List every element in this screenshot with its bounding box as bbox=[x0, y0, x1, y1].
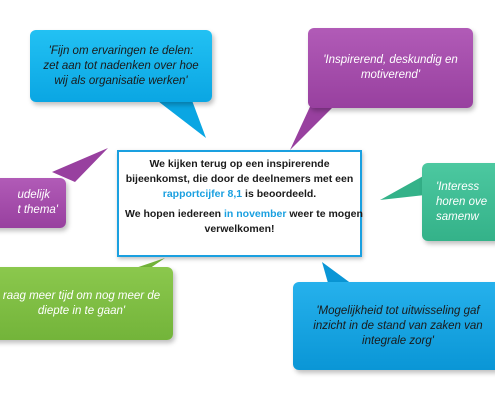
center-line: rapportcijfer 8,1 is beoordeeld. bbox=[125, 187, 354, 202]
rating-highlight: rapportcijfer 8,1 bbox=[162, 188, 243, 200]
quote-line: udelijk bbox=[17, 189, 51, 201]
center-message-box: We kijken terug op een inspirerende bije… bbox=[117, 150, 363, 257]
center-line: bijeenkomst, die door de deelnemers met … bbox=[125, 173, 354, 185]
quote-line: raag meer tijd om nog meer de bbox=[2, 289, 161, 302]
quote-bubble-bottom-right: 'Mogelijkheid tot uitwisseling gaf inzic… bbox=[293, 282, 495, 370]
quote-line: t thema' bbox=[17, 204, 58, 216]
quote-line: integrale zorg' bbox=[362, 334, 434, 347]
tail-mid-left bbox=[52, 148, 108, 182]
quote-line: 'Mogelijkheid tot uitwisseling gaf bbox=[316, 304, 480, 317]
center-line: verwelkomen! bbox=[204, 223, 275, 235]
quote-bubble-bottom-left: raag meer tijd om nog meer de diepte in … bbox=[0, 267, 173, 340]
quote-line: wij als organisatie werken' bbox=[54, 74, 188, 87]
quote-line: 'Inspirerend, deskundig en bbox=[323, 54, 458, 66]
quote-line: zet aan tot nadenken over hoe bbox=[43, 59, 199, 72]
tail-top-left bbox=[150, 95, 206, 138]
quote-line: 'Fijn om ervaringen te delen: bbox=[48, 44, 194, 57]
quote-line: samenw bbox=[436, 210, 479, 223]
quote-line: 'Interess bbox=[436, 180, 480, 193]
center-line: We kijken terug op een inspirerende bbox=[149, 158, 330, 170]
quote-line: horen ove bbox=[436, 195, 488, 208]
quote-bubble-mid-left: udelijk t thema' bbox=[0, 178, 66, 228]
center-paragraph-1: We kijken terug op een inspirerende bije… bbox=[125, 157, 354, 202]
center-text: weer te mogen bbox=[286, 208, 363, 220]
quote-line: motiverend' bbox=[360, 69, 421, 81]
quote-bubble-mid-right: 'Interess horen ove samenw bbox=[422, 163, 495, 241]
center-line: We hopen iedereen in november weer te mo… bbox=[125, 207, 363, 222]
quote-line: inzicht in de stand van zaken van bbox=[313, 319, 483, 332]
center-text: We hopen iedereen bbox=[125, 208, 224, 220]
quote-bubble-top-left: 'Fijn om ervaringen te delen: zet aan to… bbox=[30, 30, 212, 102]
date-highlight: in november bbox=[224, 208, 287, 220]
quote-bubble-top-right: 'Inspirerend, deskundig en motiverend' bbox=[308, 28, 473, 108]
quote-line: diepte in te gaan' bbox=[37, 304, 126, 317]
center-text: is beoordeeld. bbox=[242, 188, 317, 200]
center-paragraph-2: We hopen iedereen in november weer te mo… bbox=[125, 207, 363, 237]
tail-mid-right bbox=[380, 175, 425, 200]
